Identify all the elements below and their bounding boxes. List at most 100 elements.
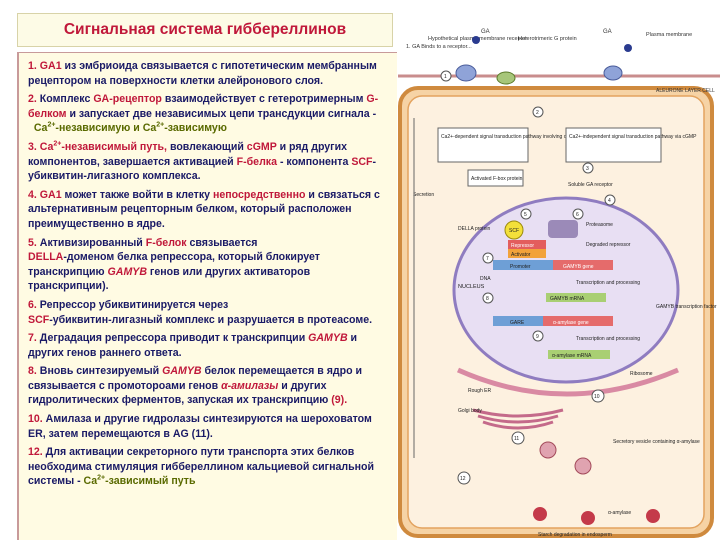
step-text: и других генов раннего ответа. (28, 332, 358, 359)
golgi-label: Golgi body (458, 408, 482, 414)
step-number: 1. (28, 60, 37, 72)
step-text: -доменом белка репрессора, который блоки… (28, 251, 320, 278)
step-marker-number: 5 (524, 212, 527, 218)
step-number: 2. (28, 93, 37, 106)
step-number: 5. (28, 236, 37, 249)
step-marker-number: 3 (586, 166, 589, 172)
ga-molecule-icon (472, 36, 480, 44)
amylase-icon (533, 507, 547, 521)
step-5: 5. Активизированный F-белок связывается … (28, 236, 389, 294)
step-marker (591, 389, 605, 403)
keyword: Ca (33, 122, 48, 135)
step-marker-number: 9 (536, 334, 539, 340)
vesicle-icon (539, 441, 557, 459)
nucleus-label: NUCLEUS (458, 284, 485, 290)
ga-label: GA (481, 29, 490, 35)
repressor-label: Repressor (511, 243, 534, 249)
step-marker-number: 11 (514, 436, 519, 442)
degraded-label: Degraded repressor (586, 242, 631, 248)
ribosome-label: Ribosome (630, 371, 653, 377)
vesicle-label: Secretory vesicle containing α-amylase (613, 439, 700, 445)
repressor-bar (508, 240, 546, 249)
keyword: DELLA (28, 251, 64, 264)
step-number: 10. (28, 413, 43, 426)
step-marker (572, 208, 584, 220)
step-8: 8. Вновь синтезируемый GAMYB белок перем… (28, 364, 389, 408)
step-marker (511, 431, 525, 445)
step-text: и других гидролитических ферментов, запу… (28, 379, 332, 407)
ga-molecule-icon (624, 44, 632, 52)
amylase-label: α-amylase (608, 510, 631, 516)
corner-note: 1. GA Binds to a receptor... (406, 44, 472, 50)
text-panel: 1. GA1 из эмбриоида связывается с гипоте… (17, 52, 397, 540)
step-3: 3. Ca2+-независимый путь, вовлекающий cG… (28, 140, 389, 184)
step-marker (532, 106, 544, 118)
g-protein-icon (496, 71, 516, 85)
activated-f-box-text: Activated F-box protein (471, 176, 523, 182)
amylase-gene-label: α-amylase gene (553, 320, 589, 326)
step-marker (457, 471, 471, 485)
gamyb-mrna-label: GAMYB mRNA (550, 296, 585, 302)
dna-label: DNA (480, 276, 491, 282)
starch-label: Starch degradation in endosperm (538, 532, 612, 538)
promoter-bar (493, 260, 553, 270)
keyword: GAMYB (162, 365, 202, 378)
step-2: 2. Комплекс GA-рецептор взаимодействует … (28, 92, 389, 136)
keyword: Ca (36, 140, 54, 153)
keyword: GA1 (39, 188, 62, 201)
promoter-label: Promoter (510, 264, 531, 270)
step-marker-number: 8 (486, 296, 489, 302)
della-label: DELLA protein (458, 226, 490, 232)
step-text: Репрессор убиквитинируется через (36, 298, 229, 311)
step-10: 10. Амилаза и другие гидролазы синтезиру… (28, 412, 389, 441)
step-text: Активизированный (36, 236, 146, 249)
keyword: -зависимую (164, 122, 227, 135)
step-marker-number: 7 (486, 256, 489, 262)
step-text: и связаться с альтернативным рецепторным… (28, 188, 380, 230)
receptor-icon (455, 64, 477, 82)
amylase-icon (646, 509, 660, 523)
ca-dependent-box (437, 127, 529, 163)
keyword: -независимую и Ca (55, 122, 157, 135)
step-text: может также войти в клетку (61, 188, 213, 201)
proteasome-label: Proteasome (586, 222, 613, 228)
keyword: GAMYB (308, 332, 348, 345)
step-12: 12. Для активации секреторного пути тран… (28, 445, 389, 489)
keyword: G-белком (28, 93, 379, 120)
ca-independent-box (565, 127, 662, 163)
scf-label: SCF (509, 228, 519, 234)
keyword: F-белок (145, 236, 187, 249)
g-protein-label: Heterotrimeric G protein (518, 36, 577, 42)
page-title: Сигнальная система гиббереллинов (63, 21, 347, 38)
title-box: Сигнальная система гиббереллинов (17, 13, 393, 47)
step-text: Вновь синтезируемый (36, 365, 163, 378)
keyword: SCF (28, 313, 50, 326)
step-text: Для активации секреторного пути транспор… (28, 446, 375, 488)
step-marker-number: 4 (608, 198, 611, 204)
keyword: GA-рецептор (93, 93, 162, 106)
ga-label: GA (603, 29, 612, 35)
step-marker (440, 70, 452, 82)
step-text: генов или других активаторов транскрипци… (28, 265, 311, 293)
step-number: 12. (28, 446, 43, 459)
keyword: GA1 (39, 60, 62, 72)
step-marker-number: 1 (444, 74, 447, 80)
activator-bar (508, 249, 546, 258)
step-marker (604, 194, 616, 206)
rough-er-label: Rough ER (468, 388, 491, 394)
step-text: вовлекающий (167, 140, 247, 153)
gamyb-gene-bar (553, 260, 613, 270)
gibberellin-pathway-diagram: 1. GA Binds to a receptor... Hypothetica… (398, 29, 720, 538)
step-marker-number: 6 (576, 212, 579, 218)
step-text: взаимодействует с гетеротримерным (161, 93, 367, 106)
keyword: F-белка (236, 155, 277, 168)
step-7: 7. Деградация репрессора приводит к тран… (28, 331, 389, 360)
transcription-label: Transcription and processing (576, 336, 640, 342)
gare-bar (493, 316, 543, 326)
step-text: белок перемещается в ядро и связывается … (28, 365, 363, 392)
step-text: и запускает две независимых цепи трансду… (66, 107, 377, 120)
amylase-gene-bar (543, 316, 613, 326)
keyword: непосредственно (212, 188, 306, 201)
superscript: 2+ (47, 121, 56, 129)
vesicle-icon (574, 457, 592, 475)
